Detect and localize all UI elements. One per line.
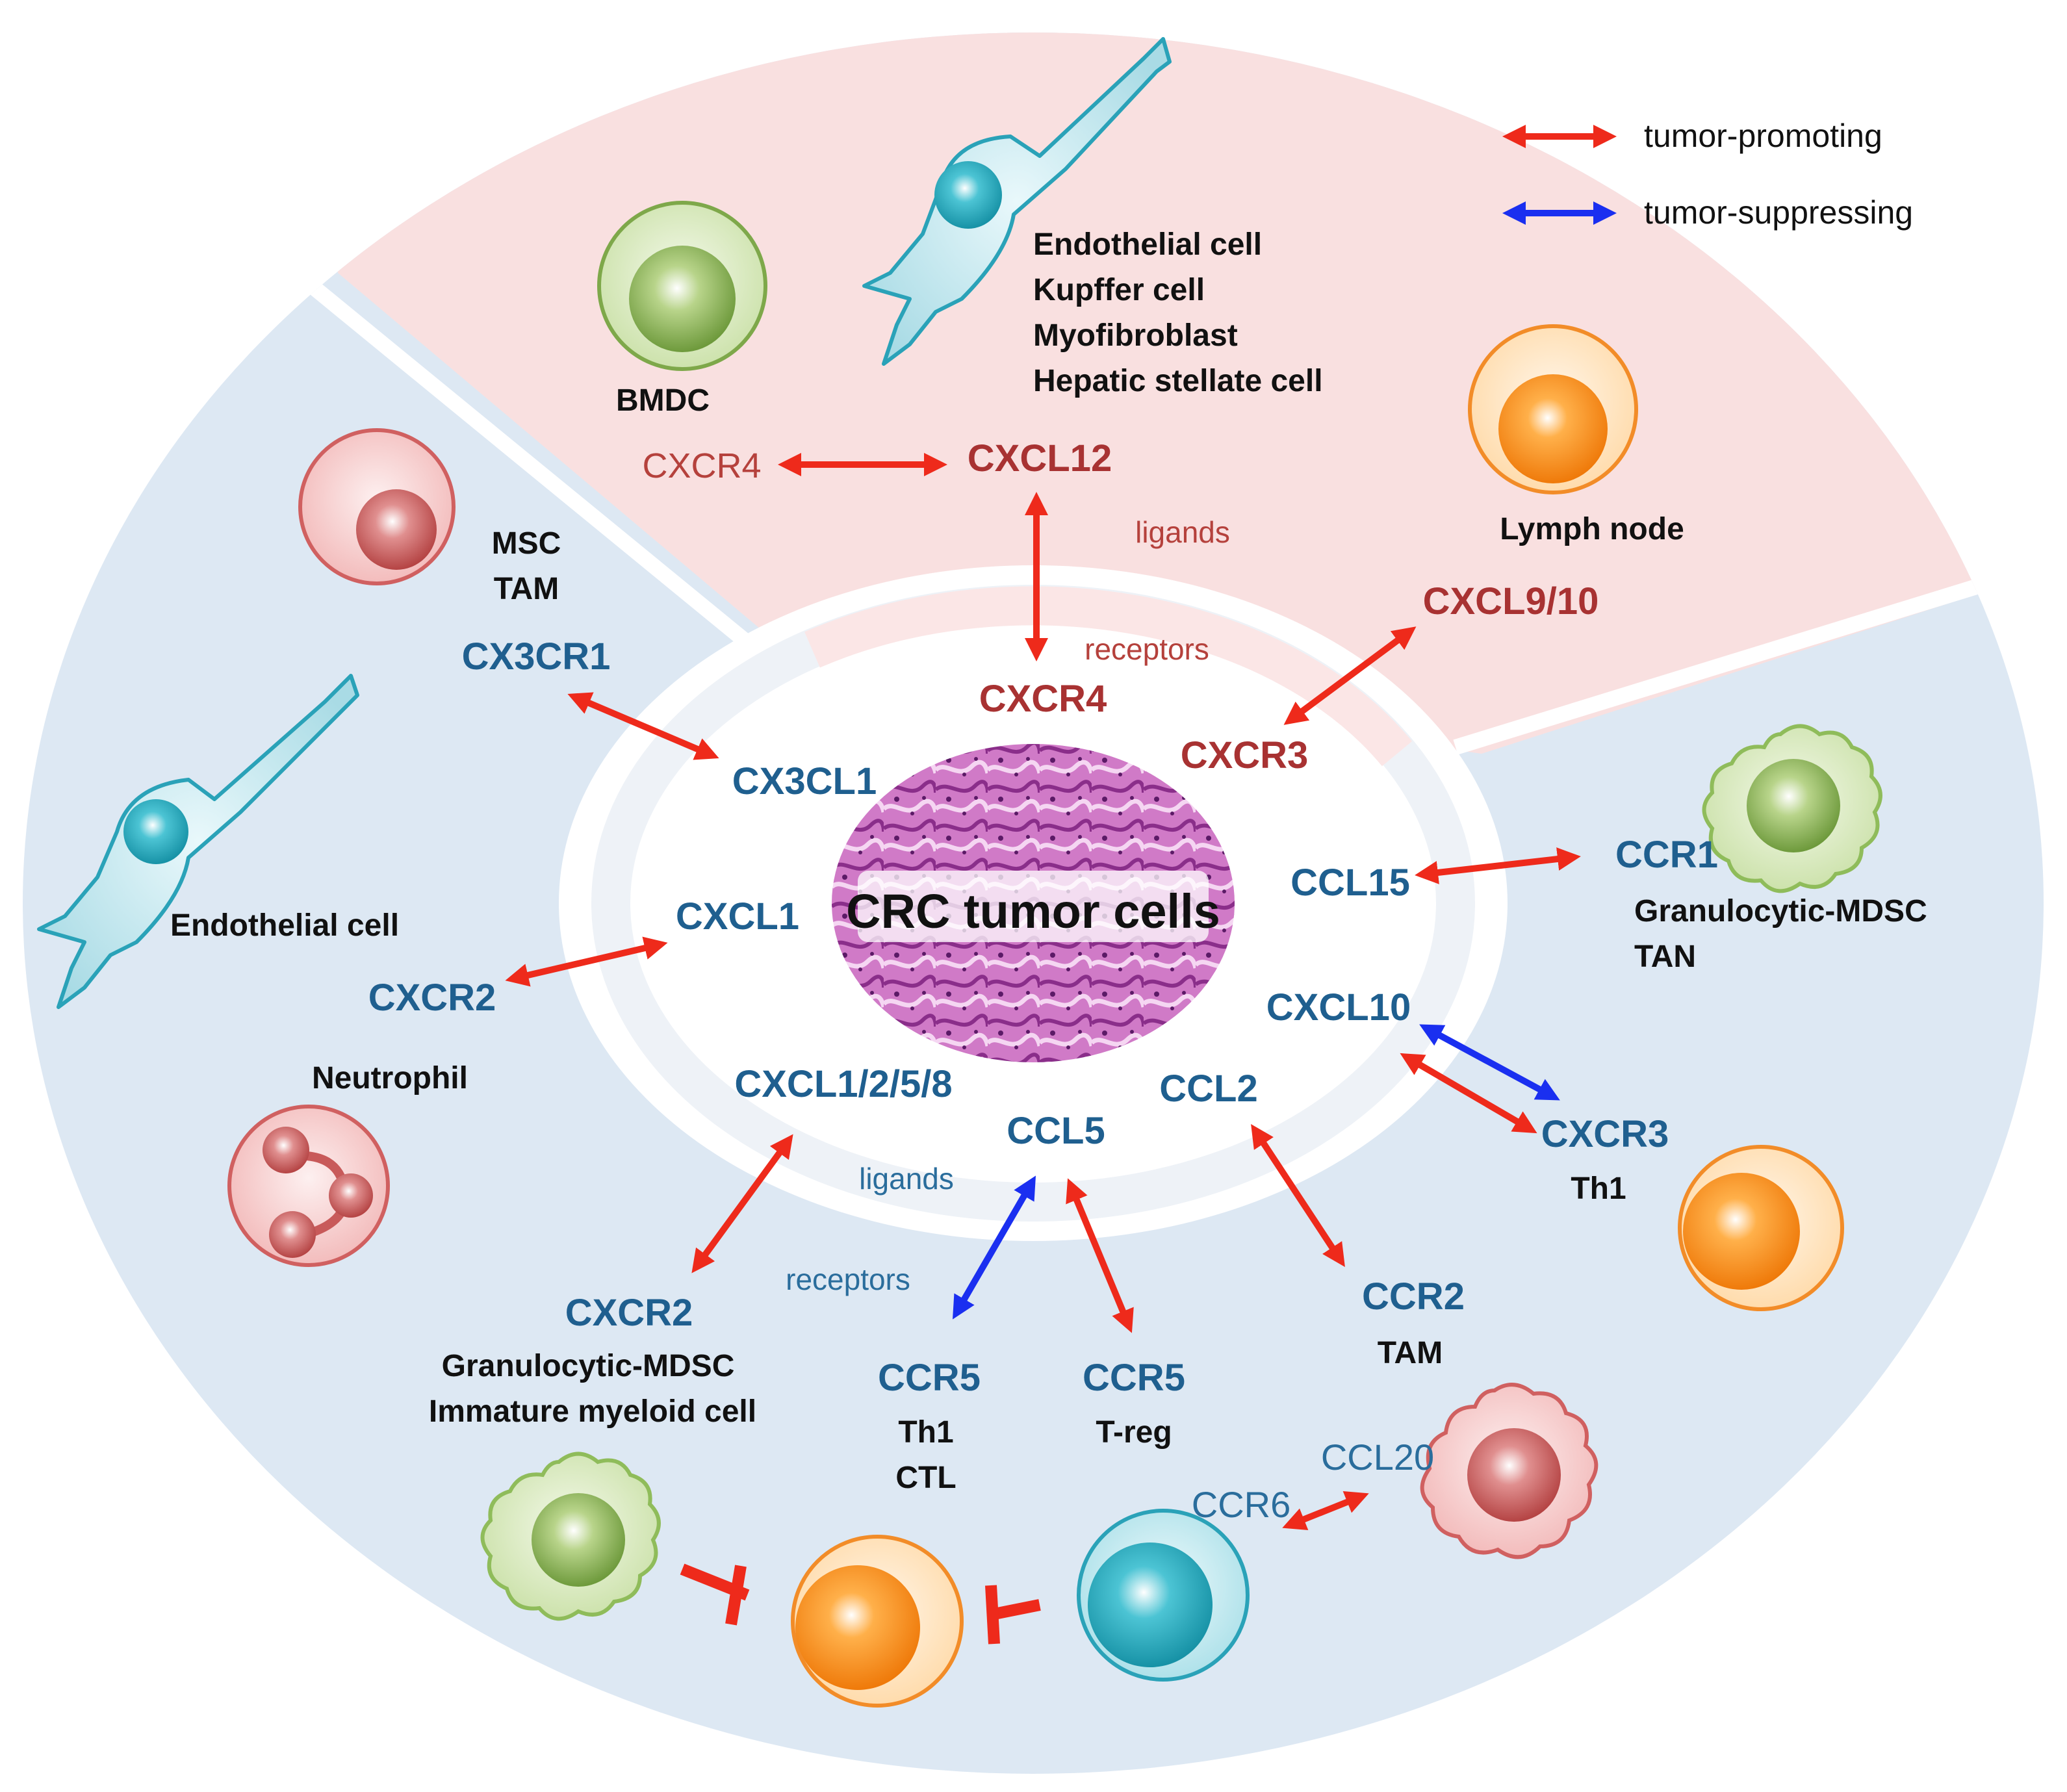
label-cxcr3-right: CXCR3 [1541,1113,1669,1155]
arrow-cxcl10-cxcr3-suppressing [1419,1024,1560,1101]
label-t-reg: T-reg [1096,1415,1172,1450]
label-receptors-top: receptors [1085,632,1209,666]
arrow-cxcl910-cxcr3 [1283,626,1417,725]
label-myofibroblast: Myofibroblast [1033,318,1238,353]
label-cx3cl1: CX3CL1 [732,760,877,802]
label-msc: MSC [492,526,561,561]
arrow-cx3cr1-cx3cl1 [567,692,719,760]
arrow-ccl5-ccr5-th1 [952,1175,1036,1320]
label-ctl: CTL [895,1461,956,1495]
arrow-ccl5-ccr5-treg [1066,1178,1134,1333]
th1-cell-right-icon [1678,1145,1844,1311]
arrow-cxcr2-cxcl1 [505,936,668,987]
label-th1-bottom: Th1 [898,1415,953,1450]
msc-tam-cell-icon [298,428,456,585]
arrow-ccl15-ccr1 [1415,847,1581,884]
label-ligands-top: ligands [1135,515,1230,549]
inhibition-treg-icon [985,1585,1041,1645]
label-kupffer-cell: Kupffer cell [1033,273,1205,307]
bmdc-cell-icon [597,201,767,371]
label-cxcr2-bottom: CXCR2 [565,1292,693,1334]
label-cxcr3-inner: CXCR3 [1181,734,1309,776]
label-tam-left: TAM [494,572,559,606]
center-title-backdrop [858,871,1209,942]
legend: tumor-promoting tumor-suppressing [1502,118,1913,231]
label-immature-myeloid-cell: Immature myeloid cell [429,1394,756,1429]
legend-suppressing-label: tumor-suppressing [1644,194,1913,231]
label-ccr5-treg: CCR5 [1083,1357,1185,1399]
label-neutrophil: Neutrophil [312,1061,468,1095]
label-ccl20: CCL20 [1321,1437,1434,1478]
arrow-cxcl1258-cxcr2 [691,1134,793,1274]
t-reg-cell-icon [1077,1509,1250,1682]
label-endothelial-cell-top: Endothelial cell [1033,227,1262,262]
lymph-node-cell-icon [1468,324,1638,494]
label-lymph-node: Lymph node [1500,512,1684,546]
label-ligands-bottom: ligands [859,1162,954,1196]
neutrophil-cell-icon [227,1105,390,1267]
label-ccr1: CCR1 [1615,834,1718,876]
tam-cell-bottom-icon [1420,1383,1598,1559]
label-receptors-bottom: receptors [786,1262,910,1296]
label-cxcl12: CXCL12 [968,437,1112,480]
endothelial-cell-top-icon [862,37,1172,366]
label-ccr2: CCR2 [1362,1275,1465,1318]
label-bmdc: BMDC [616,383,710,418]
granulocytic-mdsc-bottom-icon [480,1452,661,1621]
label-cxcl1: CXCL1 [676,895,799,938]
label-ccl15: CCL15 [1290,862,1410,904]
label-cxcr4-inner: CXCR4 [979,678,1107,720]
promoting-arrows [505,453,1581,1531]
legend-promoting-label: tumor-promoting [1644,118,1882,154]
label-tan: TAN [1634,940,1696,974]
label-hepatic-stellate-cell: Hepatic stellate cell [1033,364,1323,398]
label-endothelial-cell-left: Endothelial cell [170,908,399,943]
arrow-ccr6-ccl20 [1282,1491,1369,1531]
label-granulocytic-mdsc-right: Granulocytic-MDSC [1634,894,1927,928]
label-tam-bottom: TAM [1378,1336,1443,1370]
label-th1-right: Th1 [1571,1171,1626,1206]
label-ccl5: CCL5 [1007,1110,1105,1152]
center-title: CRC tumor cells [846,884,1220,938]
label-cxcr4-outer: CXCR4 [642,446,761,485]
label-cx3cr1: CX3CR1 [462,635,611,678]
granulocytic-mdsc-right-icon [1702,724,1882,893]
label-cxcl9-10: CXCL9/10 [1423,580,1599,622]
label-cxcl1-2-5-8: CXCL1/2/5/8 [734,1063,952,1105]
label-cxcr2-left: CXCR2 [368,977,496,1019]
label-granulocytic-mdsc-bottom: Granulocytic-MDSC [442,1349,735,1383]
label-ccr6: CCR6 [1192,1484,1290,1525]
suppressing-arrows [952,1024,1560,1320]
label-cxcl10: CXCL10 [1266,986,1411,1029]
label-ccr5-th1: CCR5 [878,1357,981,1399]
effector-cell-bottom-icon [791,1535,964,1708]
arrow-ccl2-ccr2 [1251,1123,1345,1268]
label-ccl2: CCL2 [1159,1068,1257,1110]
inhibition-mdsc-icon [680,1563,750,1626]
endothelial-cell-left-icon [37,674,359,1009]
